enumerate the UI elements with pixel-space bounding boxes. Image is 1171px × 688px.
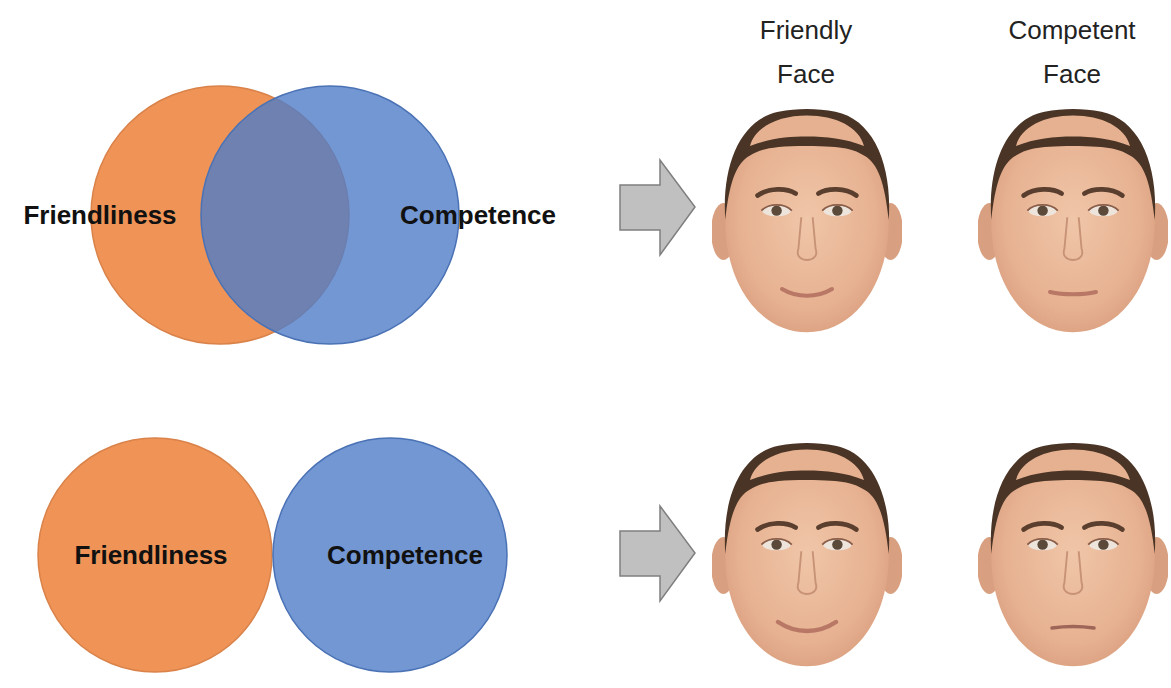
face-image <box>711 109 903 332</box>
circle-label: Friendliness <box>74 539 227 571</box>
circle-fill <box>273 438 507 672</box>
arrow-shape <box>620 506 695 601</box>
face-image <box>711 443 903 666</box>
face-image <box>977 109 1169 332</box>
venn-circle: Competence <box>272 437 508 673</box>
column-header: Competent Face <box>997 8 1147 96</box>
circle-label: Friendliness <box>23 199 176 231</box>
face-image <box>977 443 1169 666</box>
circle-label: Competence <box>327 539 483 571</box>
circle-fill <box>38 438 272 672</box>
venn-circle: Competence <box>200 85 460 345</box>
circle-label: Competence <box>400 199 556 231</box>
column-header: Friendly Face <box>741 8 871 96</box>
arrow-shape <box>620 160 695 255</box>
venn-circle: Friendliness <box>37 437 273 673</box>
